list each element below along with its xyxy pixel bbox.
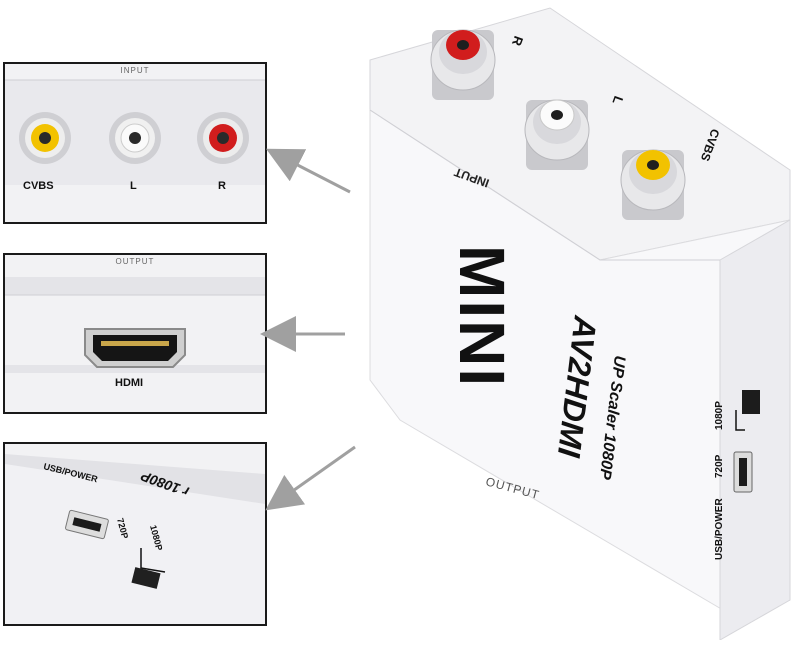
device-yellow-jack-icon [620, 149, 686, 220]
output-panel-header: OUTPUT [115, 257, 155, 266]
side-ports-drawing: r 1080P USB/POWER 720P 1080P [5, 454, 265, 624]
device-side-1080-label: 1080P [714, 401, 725, 430]
hdmi-label: HDMI [115, 377, 144, 389]
av2hdmi-device: R L CVBS INPUT MINI AV2HDMI UP Scaler 10… [369, 7, 791, 640]
device-usb-port-icon [733, 451, 753, 493]
cvbs-jack-icon [19, 112, 71, 164]
hdmi-port-icon [84, 328, 186, 368]
device-side-usb-label: USB/POWER [714, 498, 725, 560]
side-closeup-panel: r 1080P USB/POWER 720P 1080P [3, 442, 267, 626]
hdmi-port-drawing [5, 277, 265, 373]
device-side-720-label: 720P [714, 454, 725, 478]
input-panel-header: INPUT [120, 66, 150, 75]
output-closeup-panel: OUTPUT HDMI [3, 253, 267, 414]
device-red-jack-icon [430, 29, 496, 100]
device-resolution-switch-icon [735, 390, 760, 431]
r-label: R [218, 180, 226, 192]
l-label: L [130, 180, 137, 192]
cvbs-label: CVBS [23, 180, 54, 192]
left-audio-jack-icon [109, 112, 161, 164]
usb-port-icon [65, 509, 109, 540]
device-brand-mini: MINI [446, 245, 518, 388]
right-audio-jack-icon [197, 112, 249, 164]
resolution-switch-icon [131, 548, 166, 589]
input-closeup-panel: INPUT CVBS L R [3, 62, 267, 224]
input-jacks-drawing [5, 79, 265, 185]
device-white-jack-icon [524, 99, 590, 170]
